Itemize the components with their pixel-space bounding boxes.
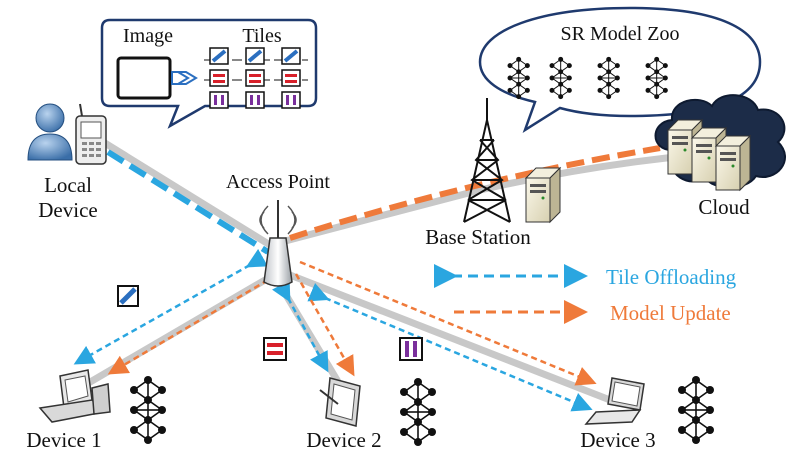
tablet-icon (319, 377, 361, 427)
base-station: Base Station (425, 98, 561, 249)
cloud: Cloud (654, 94, 786, 219)
image-icon (116, 56, 172, 100)
chevron-right-icon (171, 71, 198, 85)
tile-icon (209, 69, 229, 87)
tile-icon (281, 47, 301, 65)
device-3-label: Device 3 (580, 428, 655, 452)
link-ap-device1 (81, 276, 269, 389)
tile-icon (263, 337, 287, 361)
tower-icon (463, 98, 511, 223)
base-station-label: Base Station (425, 225, 531, 249)
neural-network-icon (129, 375, 167, 445)
cloud-label: Cloud (698, 195, 750, 219)
device-2-label: Device 2 (306, 428, 381, 452)
laptop-icon (584, 377, 645, 425)
phone-icon (75, 103, 107, 165)
device-2: Device 2 (306, 377, 437, 452)
offload-local-ap (106, 149, 270, 255)
tile-icon (399, 337, 423, 361)
transmitted-tiles (117, 285, 423, 361)
access-point: Access Point (226, 171, 330, 287)
offload-ap-device3 (307, 282, 593, 412)
legend: Tile Offloading Model Update (434, 264, 737, 325)
link-local-ap (96, 136, 274, 249)
user-icon (27, 103, 73, 161)
tile-icon (209, 47, 229, 65)
tiles-label: Tiles (242, 25, 282, 47)
image-tiles-callout: Image Tiles (100, 18, 318, 129)
device-3: Device 3 (580, 375, 715, 452)
update-ap-device2 (294, 273, 355, 377)
access-point-label: Access Point (226, 171, 330, 193)
desktop-icon (38, 369, 111, 423)
legend-tile-offloading-label: Tile Offloading (606, 265, 737, 289)
update-ap-device3 (299, 260, 597, 386)
server-icon (715, 135, 751, 191)
offload-ap-device2 (272, 280, 329, 373)
link-base-cloud (476, 151, 699, 194)
tile-icon (245, 91, 265, 109)
device-1-label: Device 1 (26, 428, 101, 452)
tile-icon (281, 69, 301, 87)
access-point-icon (259, 200, 297, 287)
offload-ap-device1 (73, 248, 268, 365)
neural-network-icon (399, 377, 437, 447)
neural-network-icon (677, 375, 715, 445)
tile-icon (117, 285, 139, 307)
tile-icon (245, 69, 265, 87)
network-links (81, 136, 699, 404)
sr-model-zoo-label: SR Model Zoo (561, 23, 680, 45)
model-update-arrows (107, 145, 661, 386)
image-label: Image (123, 25, 173, 47)
tile-offloading-arrows (73, 149, 593, 412)
tile-icon (209, 91, 229, 109)
tile-icon (245, 47, 265, 65)
tile-icon (281, 91, 301, 109)
legend-model-update-label: Model Update (610, 301, 731, 325)
update-ap-device1 (107, 278, 269, 375)
server-icon (525, 167, 561, 223)
device-1: Device 1 (26, 369, 167, 452)
tile-grid (209, 47, 301, 109)
